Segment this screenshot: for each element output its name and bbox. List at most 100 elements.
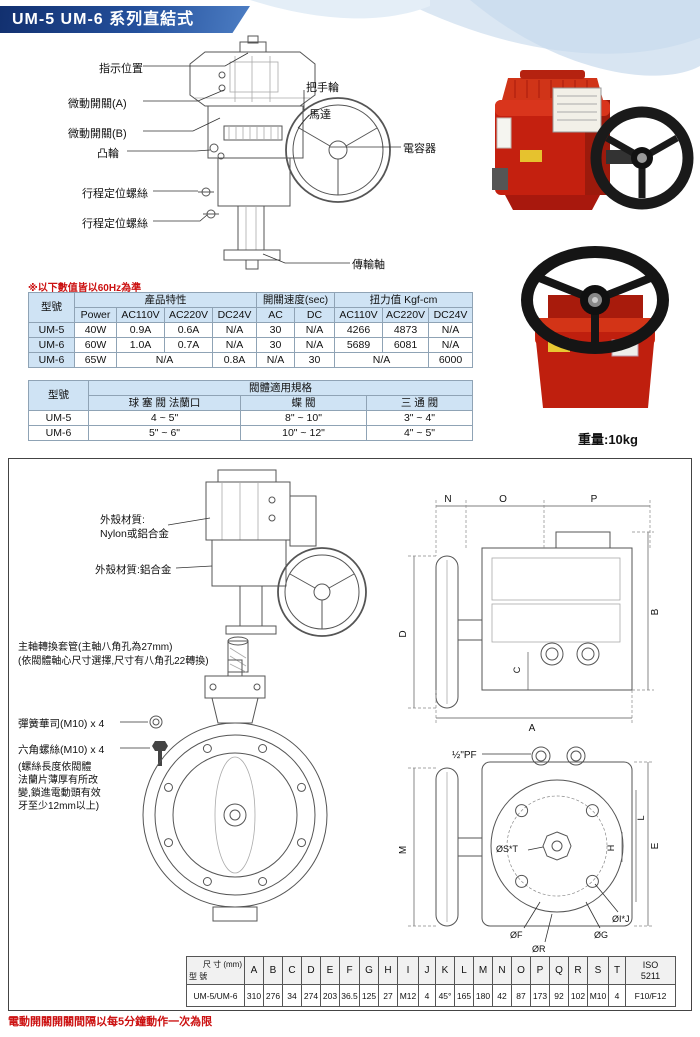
dim-value: 125: [359, 984, 379, 1007]
valve-table: 型號 閥體適用規格 球 塞 閥 法蘭口 蝶 閥 三 通 閥 UM-5 4 ~ 5…: [28, 380, 473, 441]
dim-value: 102: [568, 984, 588, 1007]
dim-letter: H: [378, 956, 398, 985]
valve-subheader: 三 通 閥: [366, 395, 473, 411]
label-micro-switch-a: 微動開關(A): [68, 98, 127, 110]
spec-cell: 4873: [382, 322, 429, 338]
label-bolt-note-4: 牙至少12mm以上): [18, 801, 100, 812]
dim-iso-line2: 5211: [640, 970, 661, 981]
spec-group-product: 產品特性: [74, 292, 257, 308]
dim-value: M10: [587, 984, 609, 1007]
label-motor: 馬達: [309, 109, 331, 121]
label-bolt-note-2: 法蘭片薄厚有所改: [18, 775, 98, 786]
label-housing-material-1a: 外殼材質:: [100, 514, 145, 526]
dim-letter: D: [301, 956, 321, 985]
dim-iso-value: F10/F12: [625, 984, 676, 1007]
spec-cell-model: UM-6: [28, 352, 75, 368]
dim-value: 4: [608, 984, 626, 1007]
dim-row-label: UM-5/UM-6: [186, 984, 245, 1007]
dim-value: 203: [320, 984, 340, 1007]
spec-cell: N/A: [428, 322, 473, 338]
dim-letter: G: [359, 956, 379, 985]
dim-letter: O: [511, 956, 531, 985]
valve-cell: 4 ~ 5": [88, 410, 241, 426]
dim-value: 165: [454, 984, 474, 1007]
spec-cell: 6000: [428, 352, 473, 368]
label-travel-screw-1: 行程定位螺絲: [82, 188, 148, 200]
page-title: UM-5 UM-6 系列直結式: [0, 6, 250, 33]
dim-letter: L: [454, 956, 474, 985]
dim-iso-header: ISO 5211: [625, 956, 676, 985]
valve-header-row-1: 型號 閥體適用規格: [28, 380, 473, 411]
dim-value: 180: [473, 984, 493, 1007]
actuator-photo-top: [521, 246, 669, 408]
dim-letter: R: [568, 956, 588, 985]
spec-cell: 40W: [74, 322, 117, 338]
dim-letter: M: [473, 956, 493, 985]
spec-cell: 0.7A: [164, 337, 213, 353]
valve-cell: 5" ~ 6": [88, 425, 241, 441]
valve-cell-model: UM-6: [28, 425, 89, 441]
spec-cell: 65W: [74, 352, 117, 368]
label-bolt-note-3: 變,鎖進電動頭有效: [18, 788, 101, 799]
dim-value: 173: [530, 984, 550, 1007]
spec-subheader: AC220V: [164, 307, 213, 323]
dim-letter: K: [435, 956, 455, 985]
spec-subheader: AC220V: [382, 307, 429, 323]
spec-cell: 6081: [382, 337, 429, 353]
spec-table: 型號 產品特性 開關速度(sec) 扭力值 Kgf-cm Power AC110…: [28, 292, 473, 368]
spec-model-header: 型號: [28, 292, 75, 323]
dim-corner-size: 尺 寸 (mm): [202, 960, 242, 969]
dim-letter: J: [418, 956, 436, 985]
label-coupling-sleeve-2: (依閥體軸心尺寸選擇,尺寸有八角孔22轉換): [18, 656, 209, 667]
dim-letter: F: [339, 956, 360, 985]
label-capacitor: 電容器: [403, 143, 436, 155]
label-spring-washer: 彈簧華司(M10) x 4: [18, 718, 105, 730]
dim-value: 42: [492, 984, 512, 1007]
valve-model-header: 型號: [28, 380, 89, 411]
dim-value: 45°: [435, 984, 455, 1007]
spec-cell: N/A: [256, 352, 295, 368]
dim-value: 4: [418, 984, 436, 1007]
label-housing-material-1b: Nylon或鋁合金: [100, 528, 169, 540]
valve-subheader: 蝶 閥: [240, 395, 367, 411]
label-micro-switch-b: 微動開關(B): [68, 128, 127, 140]
spec-cell: N/A: [116, 352, 213, 368]
spec-header-row-1: 型號 產品特性 開關速度(sec) 扭力值 Kgf-cm: [28, 292, 473, 323]
spec-cell: 0.8A: [212, 352, 257, 368]
valve-header-row-2: 球 塞 閥 法蘭口 蝶 閥 三 通 閥: [29, 395, 473, 411]
spec-subheader: AC110V: [334, 307, 383, 323]
spec-cell: N/A: [294, 322, 335, 338]
spec-group-speed: 開關速度(sec): [256, 292, 335, 308]
valve-cell: 3" ~ 4": [366, 410, 473, 426]
valve-cell-model: UM-5: [28, 410, 89, 426]
spec-cell: N/A: [212, 322, 257, 338]
actuator-cutaway-diagram: [189, 35, 391, 270]
label-coupling-sleeve-1: 主軸轉換套管(主軸八角孔為27mm): [18, 642, 173, 653]
spec-cell: 5689: [334, 337, 383, 353]
dim-value: 310: [244, 984, 264, 1007]
dim-letter: B: [263, 956, 283, 985]
spec-subheader: AC110V: [116, 307, 165, 323]
label-travel-screw-2: 行程定位螺絲: [82, 218, 148, 230]
valve-subheader: 球 塞 閥 法蘭口: [88, 395, 241, 411]
dim-letter: T: [608, 956, 626, 985]
dim-value: 87: [511, 984, 531, 1007]
spec-subheader: DC24V: [212, 307, 257, 323]
spec-cell: 30: [294, 352, 335, 368]
spec-row-um6-dc: UM-6 65W N/A 0.8A N/A 30 N/A 6000: [28, 352, 473, 368]
spec-cell: 4266: [334, 322, 383, 338]
dim-value: 92: [549, 984, 569, 1007]
dim-corner-cell: 尺 寸 (mm) 型 號: [186, 956, 245, 985]
spec-cell: N/A: [428, 337, 473, 353]
dimension-table: 尺 寸 (mm) 型 號 A B C D E F G H I J K L M N…: [186, 956, 676, 1007]
dim-letter: C: [282, 956, 302, 985]
spec-cell: N/A: [294, 337, 335, 353]
spec-subheader: DC: [294, 307, 335, 323]
spec-subheader: Power: [74, 307, 117, 323]
valve-row-um5: UM-5 4 ~ 5" 8" ~ 10" 3" ~ 4": [28, 410, 473, 426]
spec-cell-model: UM-5: [28, 322, 75, 338]
spec-cell: 0.6A: [164, 322, 213, 338]
spec-subheader: AC: [256, 307, 295, 323]
dim-value: 274: [301, 984, 321, 1007]
actuator-photo-side: [492, 70, 694, 210]
